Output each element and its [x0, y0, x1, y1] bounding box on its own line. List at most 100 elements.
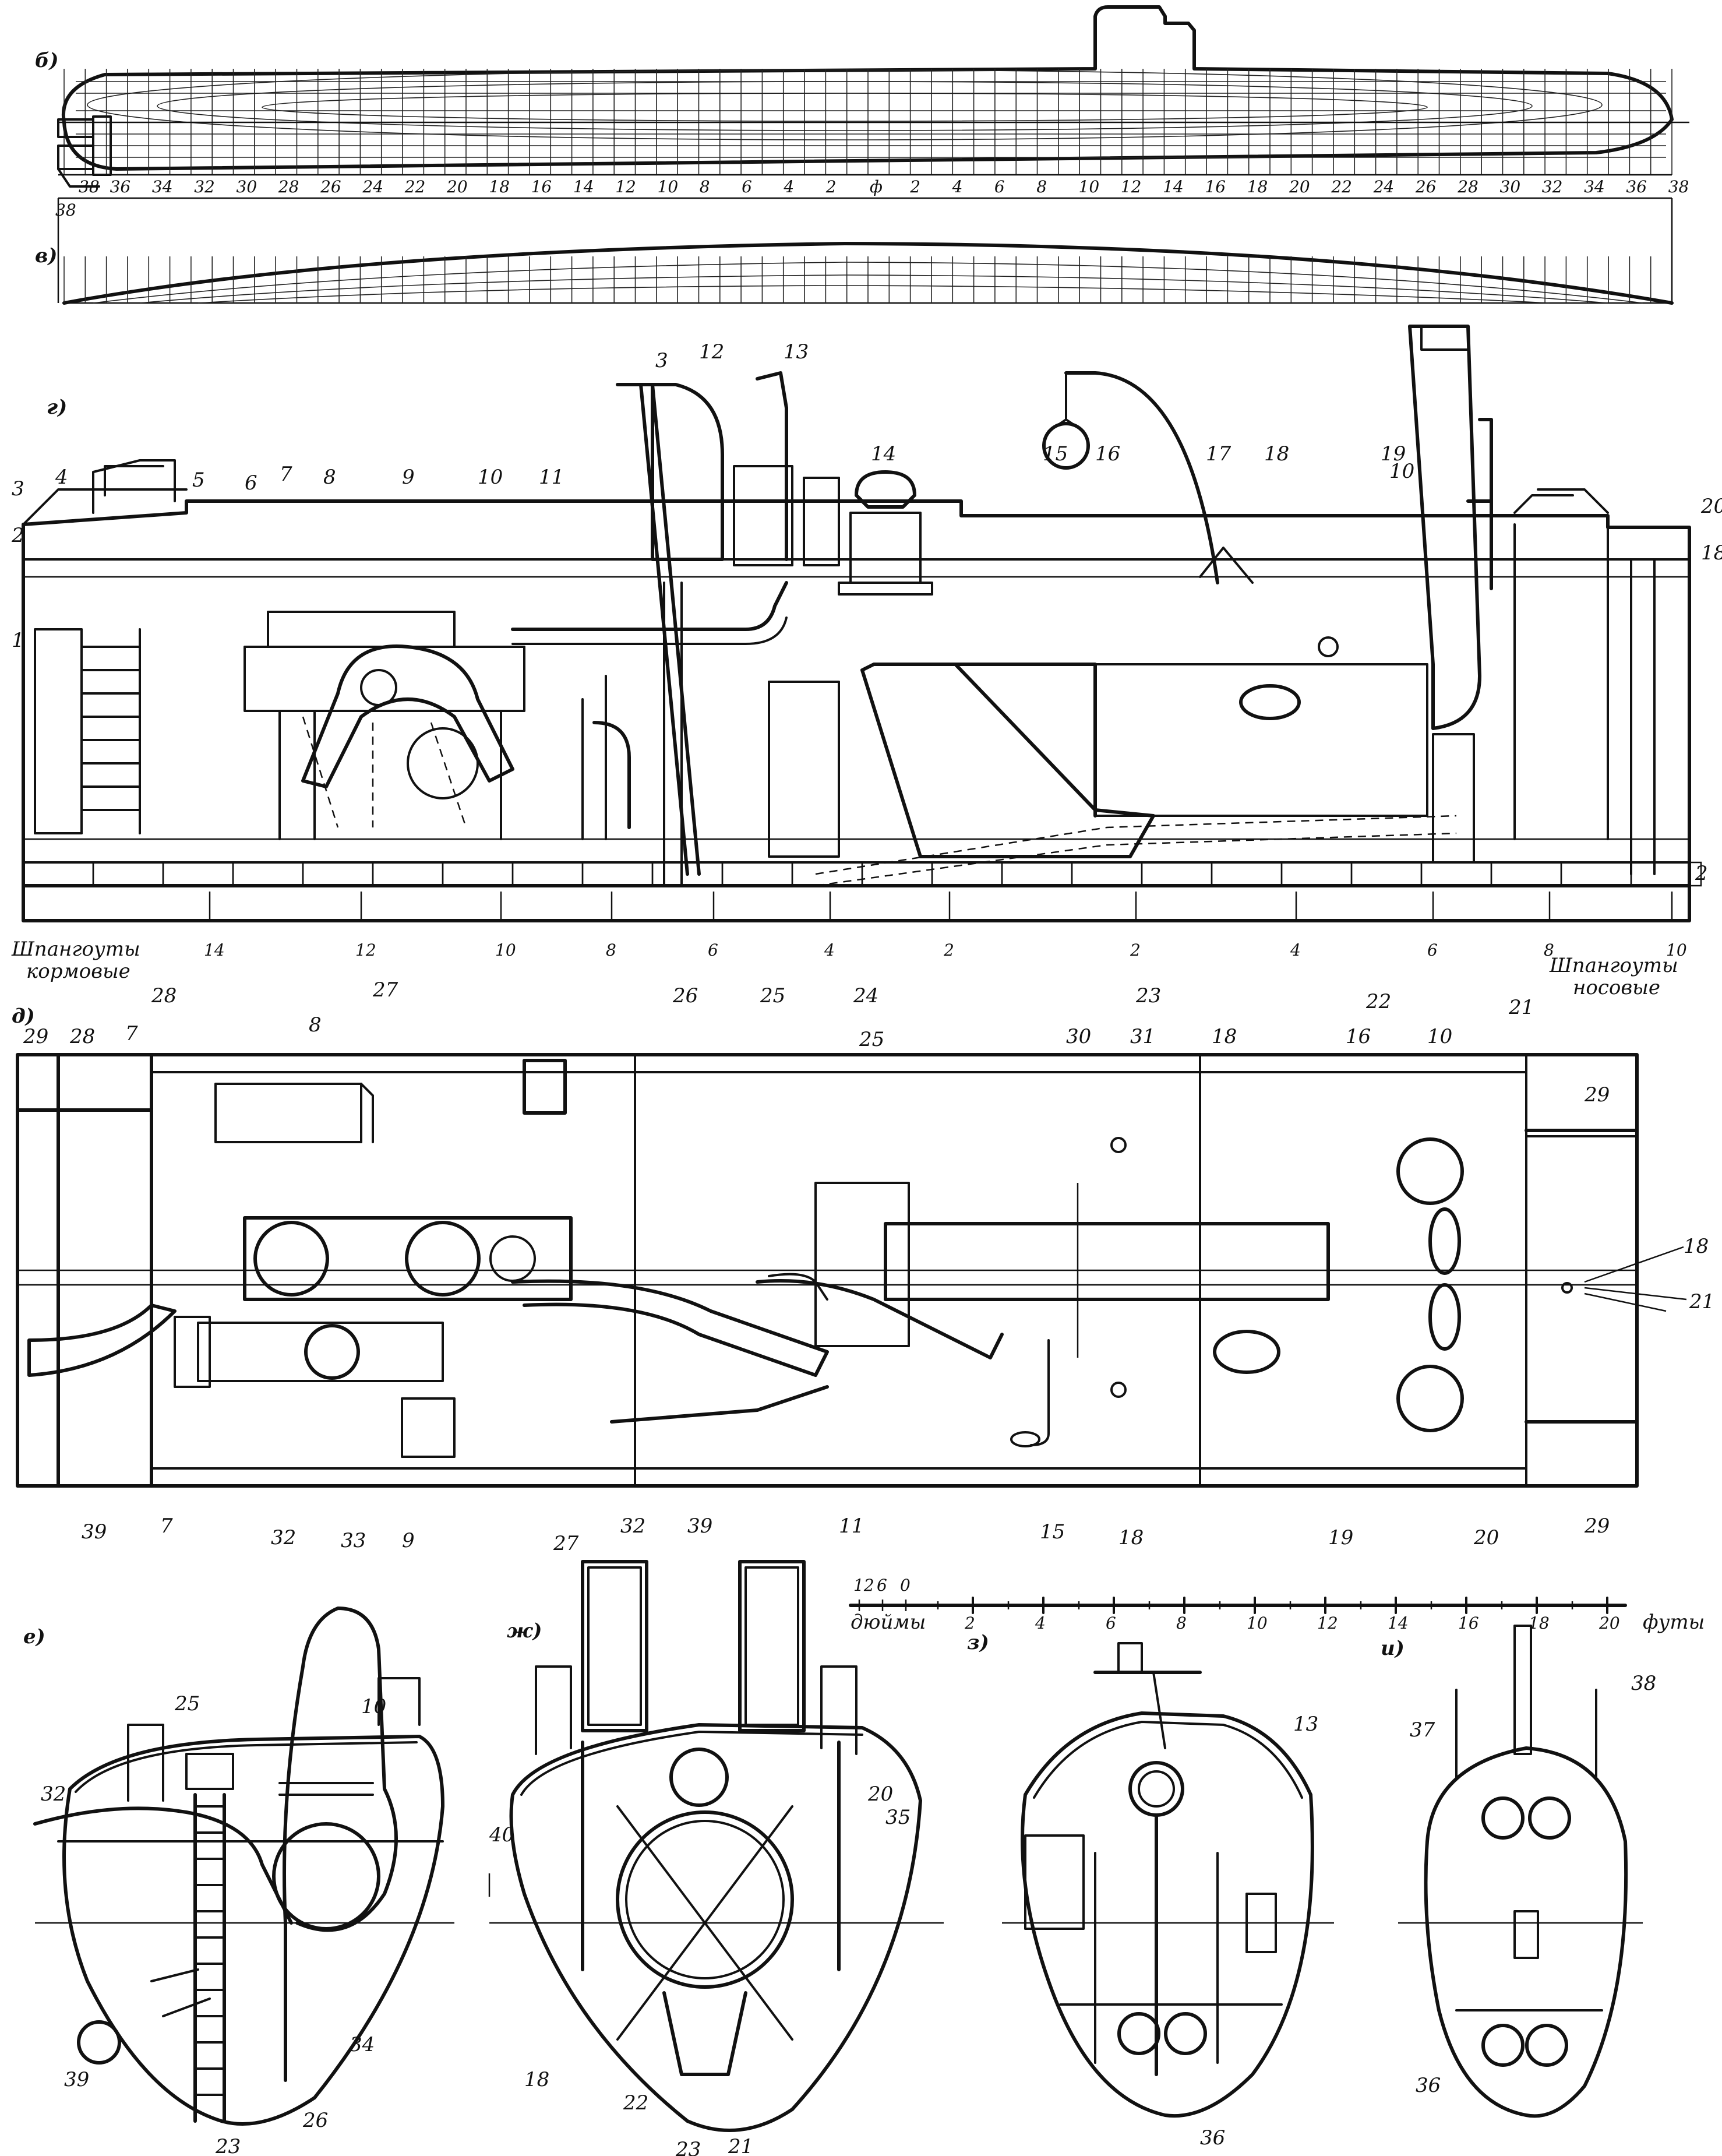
plan-callout-bottom: 9: [402, 1529, 415, 1552]
elevation-callout: 16: [1095, 442, 1120, 466]
engine-block: [244, 611, 525, 840]
frame-tick-bow: 34: [1584, 177, 1605, 196]
frame-tick-bow: 24: [1373, 177, 1395, 196]
section-zh-callout: 18: [524, 2068, 549, 2091]
bow-frames-caption-1: Шпангоуты: [1549, 954, 1678, 977]
frame-tick-stern: 18: [489, 177, 510, 196]
section-e-callout: 26: [302, 2109, 328, 2132]
frame-tick-bow: 4: [952, 177, 963, 196]
scale-foot-unit: футы: [1643, 1611, 1705, 1634]
elevation-frame-tick: 6: [1427, 940, 1438, 960]
frame-tick-bow: 16: [1205, 177, 1226, 196]
elevation-frame-tick: 2: [943, 940, 954, 960]
plan-callout-bottom: 39: [82, 1520, 107, 1544]
frame-tick-stern: 20: [446, 177, 468, 196]
plan-callout: 31: [1130, 1025, 1155, 1048]
plan-callout-bottom: 7: [160, 1514, 173, 1538]
plan-callout-bottom: 39: [687, 1514, 712, 1538]
elevation-callout: 10: [478, 466, 503, 489]
plan-callout: 28: [69, 1025, 95, 1048]
elevation-callout: 3: [12, 477, 24, 501]
elevation-callout-bottom: 22: [1365, 990, 1391, 1013]
plan-callout-right-21: 21: [1689, 1290, 1714, 1313]
frame-tick-stern: 34: [152, 177, 173, 196]
elevation-callout-bottom: 21: [1508, 996, 1534, 1019]
scale-inch-unit: дюймы: [851, 1611, 926, 1634]
plan-callout: 7: [125, 1022, 138, 1045]
scale-foot-tick: 12: [1317, 1614, 1338, 1633]
frame-tick-stern: 26: [320, 177, 341, 196]
scale-foot-tick: 8: [1176, 1614, 1187, 1633]
elevation-callout: 13: [784, 340, 809, 364]
plan-callout: 8: [309, 1013, 322, 1037]
frame-tick-stern: 38: [79, 177, 100, 196]
plan-callout-bottom: 20: [1473, 1526, 1499, 1549]
frame-tick-stern: 24: [362, 177, 383, 196]
plan-callout-bottom: 19: [1328, 1526, 1353, 1549]
elevation-callout: 3: [655, 349, 668, 372]
frame-tick-bow: 8: [1036, 177, 1047, 196]
elevation-callout: 1: [12, 629, 24, 652]
plan-callout: 25: [859, 1028, 884, 1051]
frame-tick-midship: ф: [870, 177, 883, 196]
section-e-callout: 23: [215, 2135, 241, 2156]
frame-tick-stern: 22: [404, 177, 426, 196]
frame-tick-stern: 10: [658, 177, 679, 196]
stern-frames-caption-1: Шпангоуты: [11, 938, 140, 961]
frame-tick-stern: 28: [278, 177, 299, 196]
plan-callout: 16: [1346, 1025, 1371, 1048]
elevation-callout: 20: [1700, 495, 1722, 518]
plan-callout-right-18: 18: [1684, 1235, 1709, 1258]
frame-tick-bow: 32: [1542, 177, 1563, 196]
section-zh-callout: 20: [867, 1782, 893, 1806]
elevation-frame-tick: 10: [1666, 940, 1687, 960]
frame-tick-stern: 16: [531, 177, 552, 196]
plan-callout: 10: [1427, 1025, 1452, 1048]
elevation-callout: 5: [192, 468, 205, 492]
frame-tick-stern: 8: [700, 177, 710, 196]
section-letter-i: и): [1381, 1637, 1405, 1660]
stern-ladder: [22, 488, 188, 834]
plan-callout: 29: [1584, 1083, 1610, 1107]
frame-tick-bow: 10: [1079, 177, 1100, 196]
section-letter-e: е): [23, 1625, 45, 1648]
elevation-frame-tick: 14: [204, 940, 225, 960]
scale-foot-tick: 14: [1388, 1614, 1409, 1633]
frame-tick-stern: 36: [110, 177, 131, 196]
elevation-callout: 6: [245, 471, 257, 495]
plan-callout-bottom: 15: [1040, 1520, 1065, 1544]
section-zh-callout: 23: [675, 2138, 701, 2156]
elevation-callout: 17: [1206, 442, 1231, 466]
section-z-callout: 36: [1200, 2126, 1225, 2150]
elevation-callout-right: 2: [1695, 862, 1708, 885]
section-e-callout: 34: [350, 2033, 375, 2056]
frame-tick-bow: 30: [1500, 177, 1521, 196]
section-i-callout: 36: [1416, 2074, 1441, 2097]
elevation-callout: 18: [1264, 442, 1289, 466]
elevation-callout-bottom: 24: [853, 984, 878, 1007]
elevation-frame-tick: 10: [495, 940, 516, 960]
section-letter-b: б): [35, 49, 59, 72]
elevation-callout: 14: [871, 442, 896, 466]
elevation-frame-tick: 4: [1290, 940, 1301, 960]
frame-tick-stern: 2: [825, 177, 837, 196]
elevation-callout-bottom: 27: [372, 978, 398, 1002]
frame-tick-bow: 12: [1121, 177, 1142, 196]
frame-tick-bow: 22: [1331, 177, 1352, 196]
section-i-callout: 38: [1631, 1672, 1656, 1695]
frame-tick-bow: 20: [1289, 177, 1310, 196]
frame-tick-stern: 12: [615, 177, 636, 196]
elevation-callout: 8: [323, 466, 336, 489]
scale-inch-tick: 12: [853, 1576, 874, 1595]
elevation-callout-bottom: 26: [672, 984, 698, 1007]
frame-tick-bow: 38: [1668, 177, 1689, 196]
elevation-callout: 12: [699, 340, 724, 364]
elevation-frame-tick: 8: [606, 940, 616, 960]
frame-tick-bow: 2: [909, 177, 920, 196]
elevation-callout-bottom: 23: [1135, 984, 1161, 1007]
frame-tick-stern: 6: [742, 177, 752, 196]
